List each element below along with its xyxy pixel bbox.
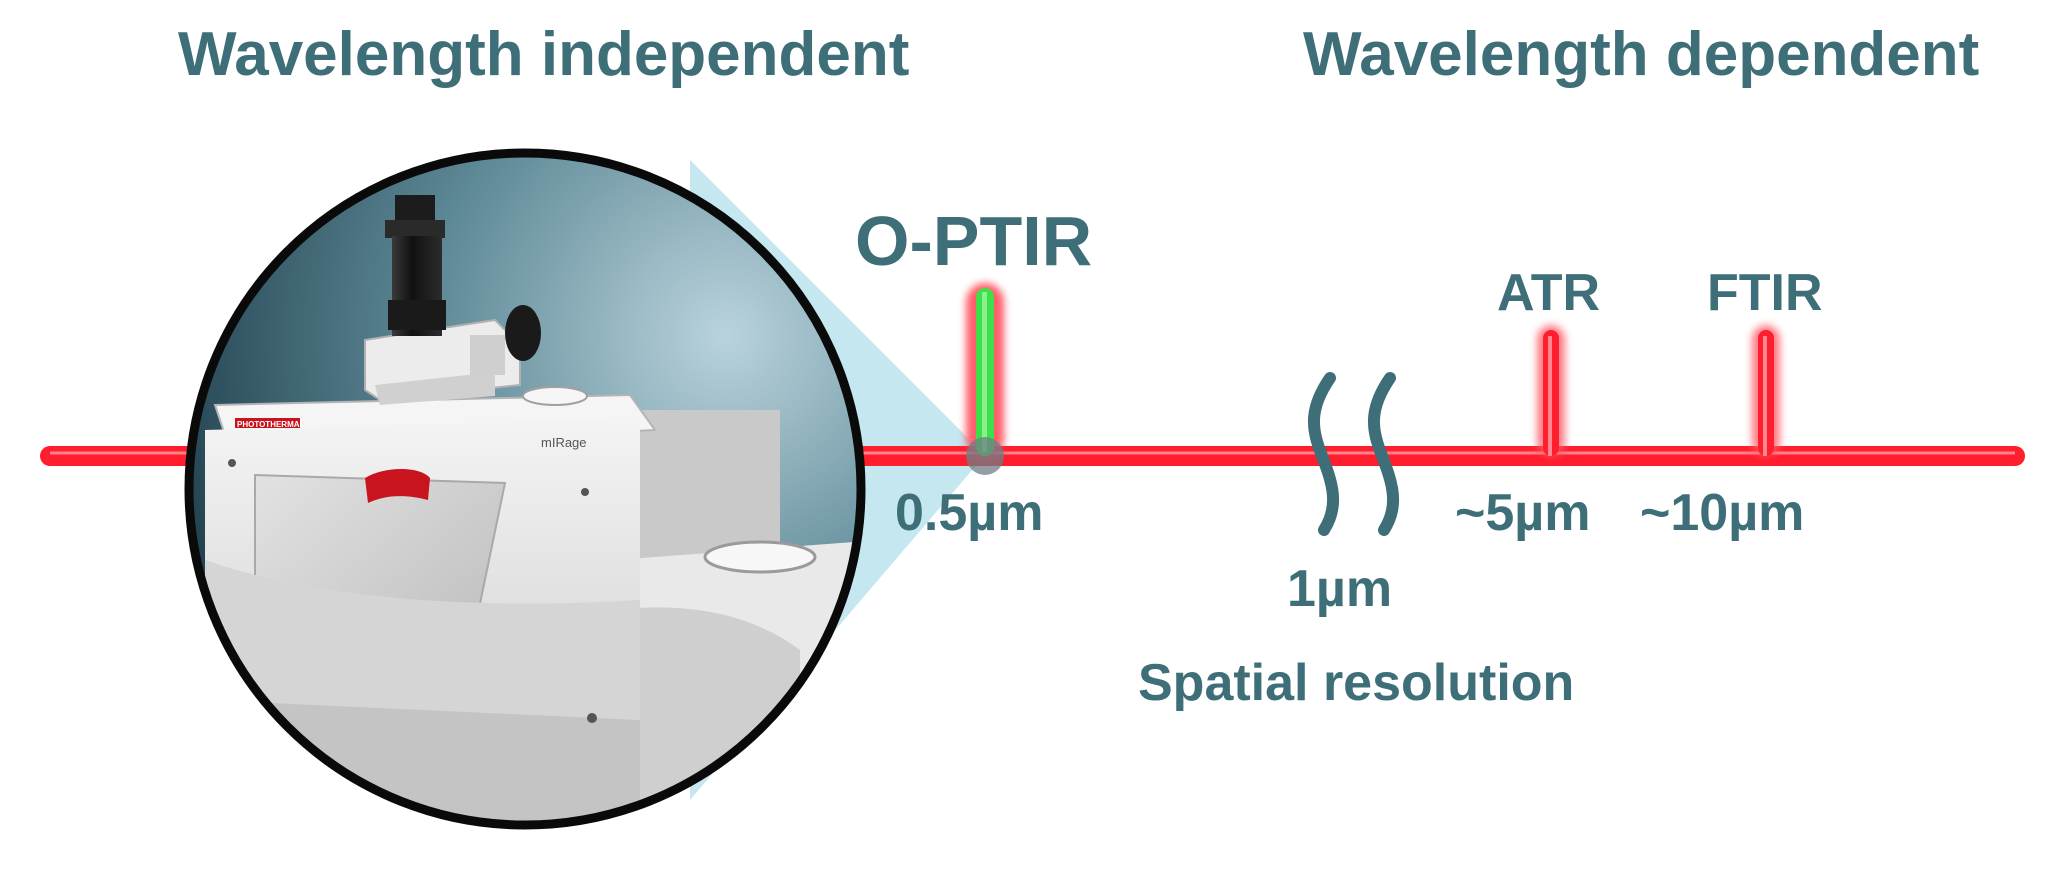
brand-label: PHOTOTHERMAL [237, 420, 305, 429]
ftir-resolution: ~10µm [1640, 484, 1804, 542]
optir-peak [966, 283, 1004, 458]
atr-peak [1537, 325, 1565, 456]
atr-resolution: ~5µm [1455, 484, 1590, 542]
break-resolution: 1µm [1287, 560, 1392, 618]
optir-spot-marker [966, 437, 1004, 475]
ftir-label: FTIR [1707, 264, 1823, 322]
ftir-peak [1752, 325, 1780, 456]
optir-label: O-PTIR [855, 202, 1092, 280]
axis-label-spatial-resolution: Spatial resolution [1138, 654, 1574, 712]
axis-break-icon [1308, 372, 1400, 536]
atr-label: ATR [1497, 264, 1600, 322]
heading-wavelength-independent: Wavelength independent [178, 20, 909, 89]
optir-resolution: 0.5µm [895, 484, 1043, 542]
zoom-circle-border [184, 148, 866, 830]
model-label: mIRage [541, 435, 587, 450]
heading-wavelength-dependent: Wavelength dependent [1303, 20, 1979, 89]
